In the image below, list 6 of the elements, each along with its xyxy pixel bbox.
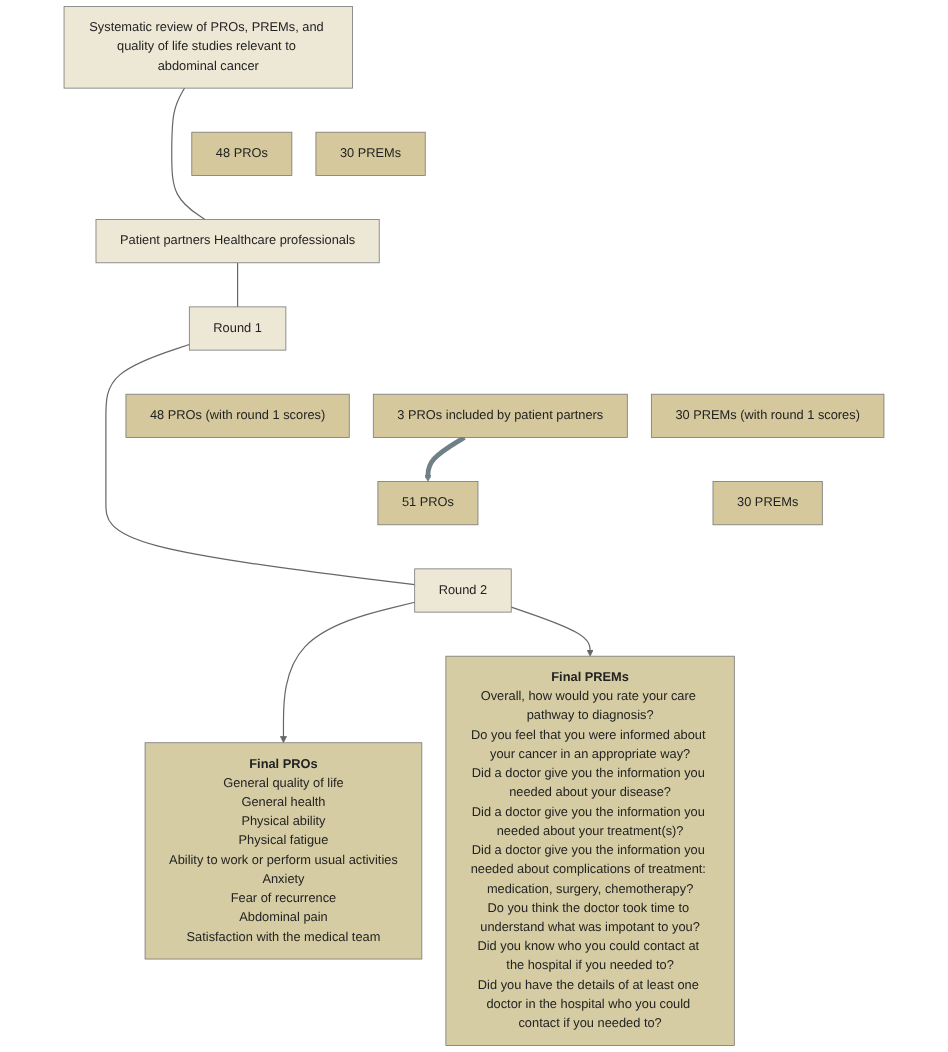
arrow bbox=[424, 435, 466, 482]
arrow bbox=[510, 606, 594, 657]
arrow bbox=[279, 601, 416, 744]
connector bbox=[105, 343, 416, 586]
connector bbox=[237, 262, 239, 308]
connector bbox=[171, 87, 206, 221]
